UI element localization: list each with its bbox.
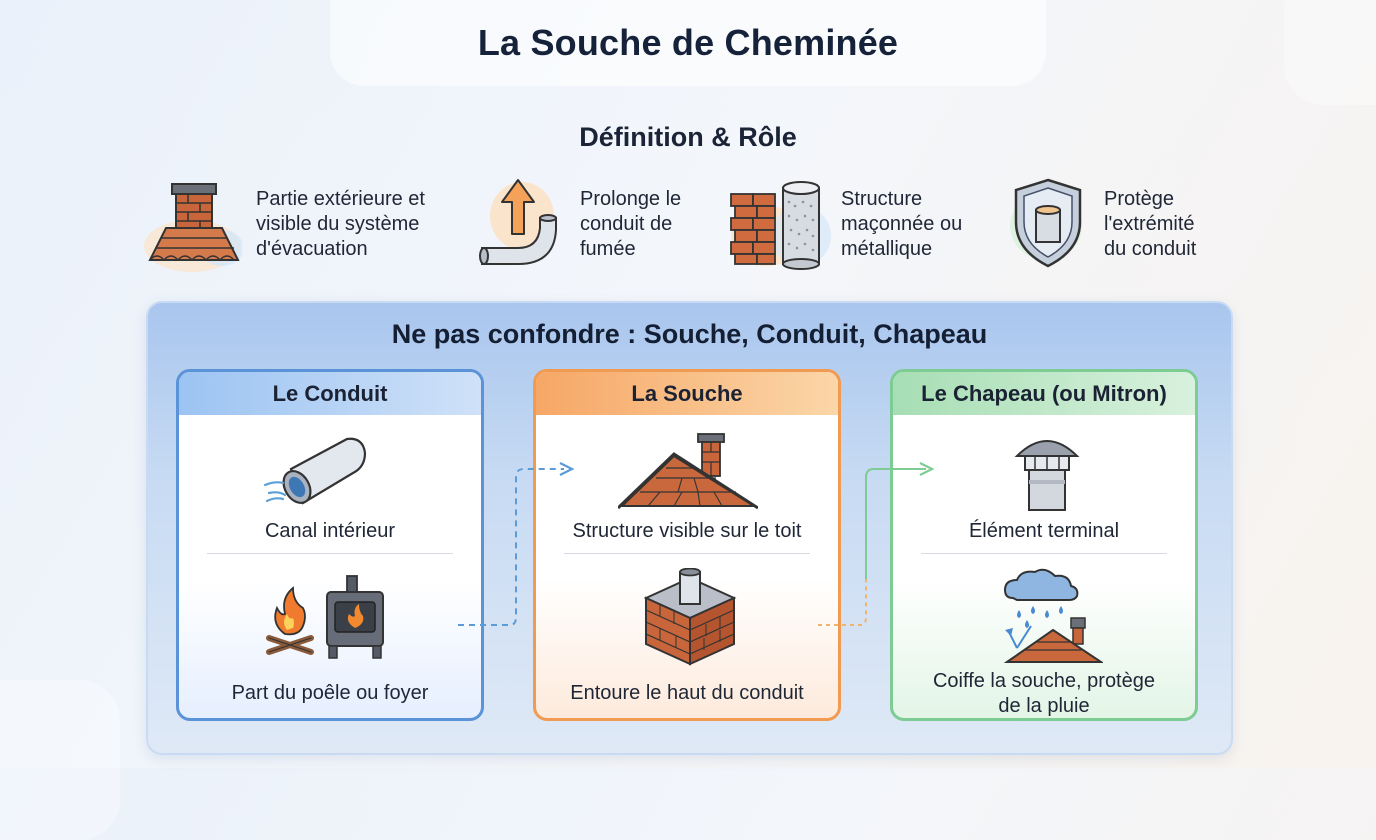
role-text: Partie extérieure et visible du système … — [256, 187, 425, 262]
card-conduit: Le Conduit Canal intérieur — [176, 369, 484, 721]
card-top-label: Structure visible sur le toit — [572, 520, 802, 542]
shield-pipe-icon — [1006, 176, 1106, 272]
role-line: Prolonge le — [580, 188, 682, 210]
page-title: La Souche de Cheminée — [477, 22, 899, 63]
card-chapeau: Le Chapeau (ou Mitron) Élément terminal — [890, 369, 1198, 721]
chimney-stack-roof-icon — [142, 176, 244, 272]
background-shape-left — [0, 680, 120, 840]
roles-heading: Définition & Rôle — [579, 122, 797, 152]
roles-row: Partie extérieure et visible du système … — [0, 176, 1376, 276]
arrow-souche-to-chapeau — [818, 462, 935, 626]
role-line: Protège — [1104, 188, 1175, 210]
comparison-heading: Ne pas confondre : Souche, Conduit, Chap… — [391, 319, 988, 349]
title-panel: La Souche de Cheminée — [330, 0, 1046, 86]
role-line: l'extrémité — [1104, 213, 1195, 235]
role-line: du conduit — [1104, 238, 1197, 260]
up-arrow-pipe-icon — [474, 176, 574, 272]
card-bottom-label: Part du poêle ou foyer — [231, 682, 429, 704]
card-title: Le Conduit — [179, 372, 481, 415]
card-bottom-label-line: de la pluie — [998, 695, 1090, 717]
rain-cloud-roof-icon — [991, 568, 1105, 669]
pipe-airflow-icon — [263, 429, 373, 518]
role-line: maçonnée ou — [841, 213, 963, 235]
role-text: Structure maçonnée ou métallique — [841, 187, 962, 262]
brick-stack-pipe-icon — [640, 567, 740, 673]
card-souche: La Souche Structure visible sur le toit — [533, 369, 841, 721]
divider — [921, 553, 1167, 554]
card-title: Le Chapeau (ou Mitron) — [893, 372, 1195, 415]
role-line: Partie extérieure et — [256, 188, 425, 210]
role-line: fumée — [580, 238, 636, 260]
comparison-panel: Ne pas confondre : Souche, Conduit, Chap… — [146, 301, 1233, 755]
role-text: Prolonge le conduit de fumée — [580, 187, 681, 262]
role-line: métallique — [841, 238, 933, 260]
role-line: Structure — [841, 188, 923, 210]
role-item-protects: Protège l'extrémité du conduit — [1006, 176, 1236, 272]
bricks-and-metal-pipe-icon — [727, 176, 835, 272]
role-line: conduit de — [580, 213, 673, 235]
role-text: Protège l'extrémité du conduit — [1104, 187, 1196, 262]
dashed-arrow-conduit-to-souche — [458, 462, 575, 626]
card-bottom-label: Entoure le haut du conduit — [570, 682, 804, 704]
background-shape-right — [1284, 0, 1376, 105]
card-top-label: Canal intérieur — [264, 520, 396, 542]
card-top-label: Élément terminal — [968, 520, 1120, 542]
card-bottom-label-line: Coiffe la souche, protège — [932, 670, 1155, 692]
role-line: d'évacuation — [256, 238, 368, 260]
role-line: visible du système — [256, 213, 420, 235]
card-title: La Souche — [536, 372, 838, 415]
card-bottom-label: Coiffe la souche, protège de la pluie — [893, 669, 1195, 718]
divider — [207, 553, 453, 554]
chimney-cap-icon — [1009, 430, 1085, 517]
role-item-extends: Prolonge le conduit de fumée — [474, 176, 704, 272]
divider — [564, 553, 810, 554]
role-item-exterior: Partie extérieure et visible du système … — [142, 176, 452, 272]
role-item-structure: Structure maçonnée ou métallique — [727, 176, 987, 272]
roof-chimney-icon — [616, 430, 759, 515]
fire-and-stove-icon — [263, 572, 393, 673]
